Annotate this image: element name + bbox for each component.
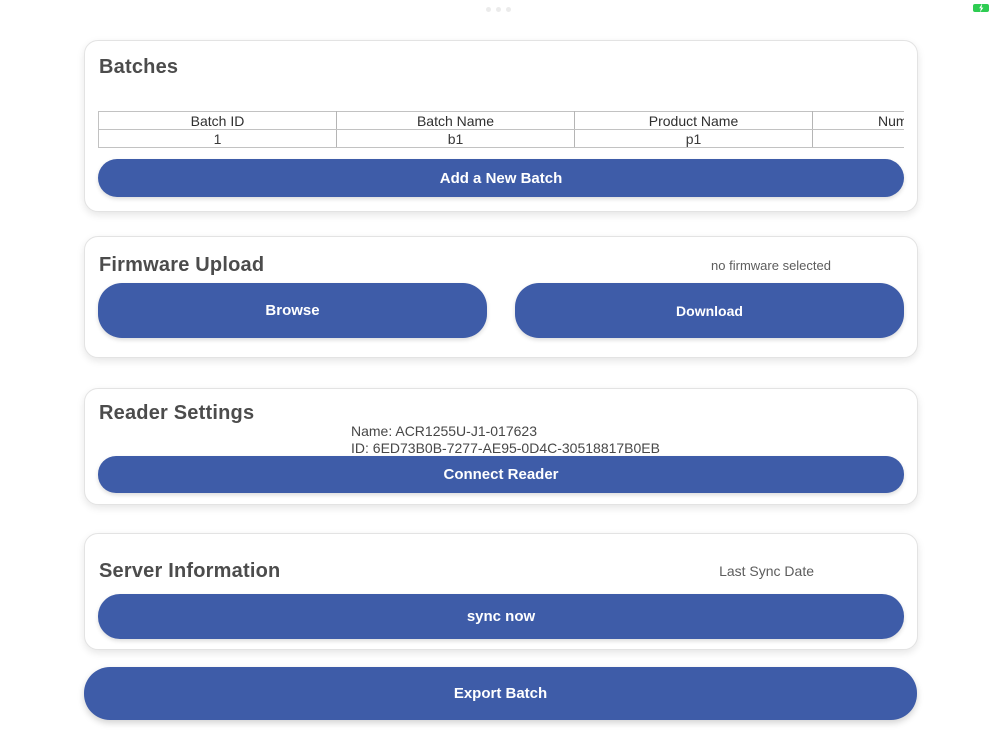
server-title: Server Information	[99, 560, 281, 582]
batches-title: Batches	[99, 56, 179, 78]
firmware-title: Firmware Upload	[99, 254, 265, 276]
multitask-handle-icon[interactable]	[486, 7, 511, 12]
add-new-batch-button[interactable]: Add a New Batch	[98, 159, 904, 197]
server-information-card: Server Information Last Sync Date sync n…	[84, 533, 918, 650]
cell-batch-id: 1	[98, 129, 337, 148]
battery-charging-icon	[973, 4, 989, 12]
export-batch-button[interactable]: Export Batch	[84, 667, 917, 720]
reader-settings-card: Reader Settings Name: ACR1255U-J1-017623…	[84, 388, 918, 505]
sync-now-button[interactable]: sync now	[98, 594, 904, 639]
cell-product-name: p1	[574, 129, 813, 148]
download-button[interactable]: Download	[515, 283, 904, 338]
firmware-status-text: no firmware selected	[711, 258, 831, 273]
handle-dot	[486, 7, 491, 12]
reader-name-text: Name: ACR1255U-J1-017623	[351, 423, 537, 439]
batches-table: Batch ID Batch Name Product Name Num 1 b…	[98, 111, 904, 148]
col-batch-name: Batch Name	[336, 111, 575, 130]
handle-dot	[496, 7, 501, 12]
handle-dot	[506, 7, 511, 12]
firmware-upload-card: Firmware Upload no firmware selected Bro…	[84, 236, 918, 358]
cell-num	[812, 129, 904, 148]
batches-card: Batches Batch ID Batch Name Product Name…	[84, 40, 918, 212]
reader-title: Reader Settings	[99, 402, 255, 424]
col-num: Num	[812, 111, 904, 130]
connect-reader-button[interactable]: Connect Reader	[98, 456, 904, 493]
browse-button[interactable]: Browse	[98, 283, 487, 338]
table-header-row: Batch ID Batch Name Product Name Num	[98, 111, 904, 130]
last-sync-date-label: Last Sync Date	[719, 563, 814, 579]
table-row[interactable]: 1 b1 p1	[98, 129, 904, 148]
col-product-name: Product Name	[574, 111, 813, 130]
reader-id-text: ID: 6ED73B0B-7277-AE95-0D4C-30518817B0EB	[351, 440, 660, 456]
cell-batch-name: b1	[336, 129, 575, 148]
col-batch-id: Batch ID	[98, 111, 337, 130]
